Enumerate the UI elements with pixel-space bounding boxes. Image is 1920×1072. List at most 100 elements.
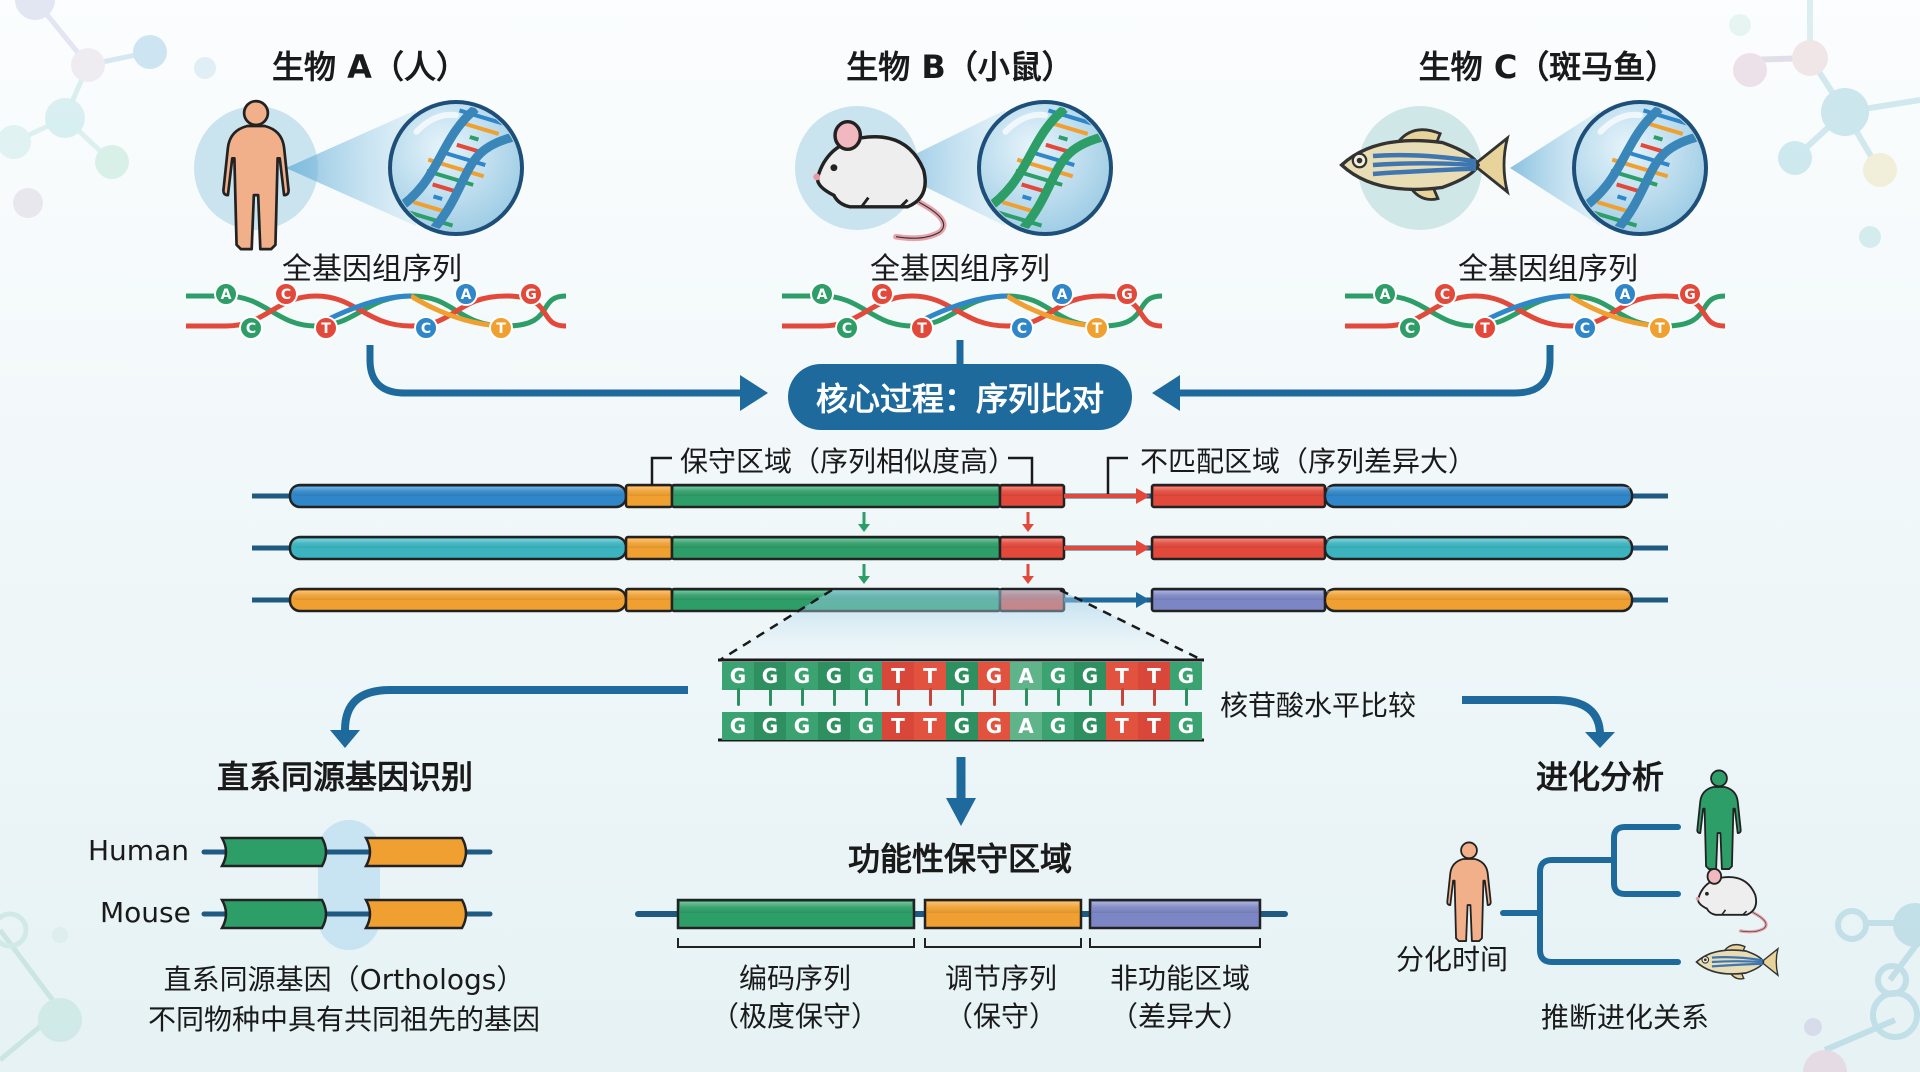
organism-b-genome-label: 全基因组序列 <box>870 252 1050 287</box>
connector-a <box>366 345 757 398</box>
nucleotide-cell: G <box>818 662 850 690</box>
nucleotide-cell: T <box>1106 712 1138 740</box>
zebrafish-icon <box>1695 943 1780 980</box>
human-icon <box>1446 841 1492 942</box>
base-node <box>910 316 934 340</box>
region-nonfunctional-name: 非功能区域 <box>1109 962 1251 995</box>
nucleotide-cell: G <box>1042 712 1074 740</box>
organism-a-title: 生物 A（人） <box>272 48 468 86</box>
arrowhead-right <box>1152 375 1180 411</box>
match-tick <box>882 688 914 716</box>
sequence-match-ticks <box>722 688 1202 716</box>
base-letter: T <box>1092 321 1102 337</box>
down-arrow-green <box>858 524 870 532</box>
match-tick <box>1170 688 1202 716</box>
nucleotide-comparison-label: 核苷酸水平比较 <box>1220 689 1417 722</box>
region-regulatory: 调节序列 （保守） <box>945 960 1057 1036</box>
base-node <box>1573 316 1597 340</box>
base-letter: C <box>281 287 291 303</box>
region-coding-note: （极度保守） <box>710 1000 880 1033</box>
molecule-decoration-bottom-left <box>0 911 82 1062</box>
organism-c-genome-label: 全基因组序列 <box>1458 252 1638 287</box>
nucleotide-cell: T <box>1138 712 1170 740</box>
molecule-decoration-bottom-right <box>1803 903 1920 1072</box>
base-letter: T <box>496 321 506 337</box>
base-letter: C <box>1580 321 1590 337</box>
base-node <box>1648 316 1672 340</box>
region-regulatory-note: （保守） <box>944 1000 1058 1033</box>
evolution-title: 进化分析 <box>1535 758 1665 796</box>
base-letter: A <box>817 287 828 303</box>
nucleotide-cell: G <box>1042 662 1074 690</box>
region-nonfunctional: 非功能区域 （差异大） <box>1110 960 1250 1036</box>
mouse-icon <box>813 119 947 242</box>
molecule-decoration-top-right <box>1729 0 1920 248</box>
human-icon <box>222 99 290 251</box>
base-letter: C <box>246 321 256 337</box>
nucleotide-cell: G <box>978 712 1010 740</box>
base-node <box>1115 282 1139 306</box>
nucleotide-cell: A <box>1010 662 1042 690</box>
base-letter: C <box>877 287 887 303</box>
ortholog-species-human: Human <box>88 834 189 867</box>
base-node <box>239 316 263 340</box>
zoom-dash-left <box>719 588 833 662</box>
orthologs-title: 直系同源基因识别 <box>216 758 474 796</box>
region-bracket-1 <box>924 938 1082 948</box>
region-coding-name: 编码序列 <box>738 962 852 995</box>
base-node <box>810 282 834 306</box>
mismatch-bracket <box>1106 456 1128 494</box>
base-letter: T <box>1655 321 1665 337</box>
alignment-arrow <box>1136 488 1150 504</box>
base-node <box>1085 316 1109 340</box>
match-tick <box>978 688 1010 716</box>
match-tick <box>914 688 946 716</box>
base-letter: G <box>1121 287 1133 303</box>
zoom-dash-right <box>1059 588 1203 662</box>
nucleotide-cell: A <box>1010 712 1042 740</box>
match-tick <box>1138 688 1170 716</box>
nucleotide-cell: G <box>1074 712 1106 740</box>
ortholog-species-mouse: Mouse <box>100 896 191 929</box>
nucleotide-cell: G <box>978 662 1010 690</box>
down-arrow-red <box>1022 576 1034 584</box>
zoom-fan <box>720 590 1202 660</box>
base-letter: T <box>917 321 927 337</box>
base-node <box>314 316 338 340</box>
base-node <box>1678 282 1702 306</box>
organism-a-genome-label: 全基因组序列 <box>282 252 462 287</box>
base-node <box>274 282 298 306</box>
dna-magnifier-icon <box>388 100 524 236</box>
region-coding: 编码序列 （极度保守） <box>711 960 879 1036</box>
base-letter: C <box>1017 321 1027 337</box>
ortholog-gene-row-human <box>201 836 493 868</box>
match-tick <box>754 688 786 716</box>
arrow-to-orthologs <box>341 686 688 740</box>
base-node <box>1050 282 1074 306</box>
orthologs-caption-line2: 不同物种中具有共同祖先的基因 <box>147 1003 541 1036</box>
match-tick <box>1010 688 1042 716</box>
base-node <box>1613 282 1637 306</box>
base-node <box>1473 316 1497 340</box>
nucleotide-cell: T <box>1106 662 1138 690</box>
divergence-time-label: 分化时间 <box>1396 943 1509 976</box>
match-tick <box>818 688 850 716</box>
arrow-to-orthologs-head <box>330 730 360 748</box>
nucleotide-cell: T <box>914 712 946 740</box>
core-process-badge: 核心过程：序列比对 <box>787 364 1133 430</box>
conserved-region-label: 保守区域（序列相似度高） <box>680 445 1017 478</box>
alignment-arrow <box>1136 592 1150 608</box>
match-tick <box>1074 688 1106 716</box>
region-regulatory-name: 调节序列 <box>944 962 1058 995</box>
dna-magnifier-icon <box>977 100 1113 236</box>
nucleotide-cell: G <box>1170 712 1202 740</box>
match-tick <box>850 688 882 716</box>
alignment-arrow <box>1136 540 1150 556</box>
nucleotide-cell: G <box>850 662 882 690</box>
nucleotide-cell: T <box>914 662 946 690</box>
base-node <box>835 316 859 340</box>
base-node <box>1398 316 1422 340</box>
